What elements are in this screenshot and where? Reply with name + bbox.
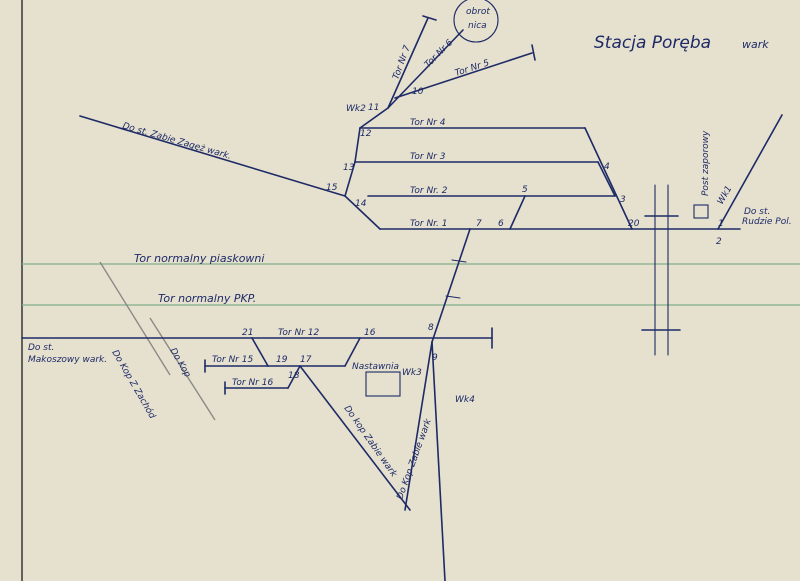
station-title-suffix: wark [742, 38, 769, 51]
diag-15 [251, 337, 269, 367]
post-box [693, 204, 709, 219]
hatch-1 [451, 259, 467, 263]
fan-6 [387, 29, 464, 109]
switch-15: 15 [326, 183, 338, 193]
line-to-zabie [79, 115, 346, 197]
switch-16: 16 [364, 328, 376, 338]
track-5-diag [509, 195, 526, 230]
diag-17 [344, 337, 361, 367]
label-makoszowy-a: Do st. [28, 343, 54, 353]
label-rudzie-b: Rudzie Pol. [742, 217, 792, 227]
track-left-ladder [344, 195, 381, 230]
label-track-1: Tor Nr. 1 [410, 219, 448, 229]
label-track-16: Tor Nr 16 [232, 378, 273, 388]
label-wk2: Wk2 [346, 104, 366, 114]
label-wk3: Wk3 [402, 368, 422, 378]
link-main [431, 228, 471, 343]
label-track-4: Tor Nr 4 [410, 118, 446, 128]
buffer-5 [531, 44, 536, 61]
label-track-5: Tor Nr 5 [454, 58, 491, 79]
label-makoszowy-b: Makoszowy wark. [28, 355, 107, 365]
label-shed: Nastawnia [352, 362, 399, 372]
switch-19: 19 [276, 355, 288, 365]
label-rudzie-a: Do st. [744, 207, 770, 217]
label-sand-track: Tor normalny piaskowni [134, 252, 264, 265]
diag-16 [287, 365, 301, 389]
label-post: Post zaporowy [701, 130, 711, 196]
buffer-7 [422, 15, 437, 21]
line-to-rudzie [717, 114, 783, 230]
label-track-2: Tor Nr. 2 [410, 186, 448, 196]
switch-13: 13 [343, 163, 355, 173]
switch-14: 14 [355, 199, 367, 209]
turntable [453, 0, 499, 43]
fan-7 [387, 17, 429, 109]
head-up-line [359, 107, 389, 129]
fan-5 [394, 52, 533, 99]
track-3-right [597, 161, 616, 197]
gray-branch-2 [149, 317, 216, 421]
label-kop-zabie-right: Do Kop Zabie wark [395, 417, 434, 501]
switch-18: 18 [288, 371, 300, 381]
switch-6: 6 [498, 219, 504, 229]
line-to-kop-3 [431, 341, 446, 581]
line-to-kop-1 [299, 365, 411, 511]
switch-5: 5 [522, 185, 528, 195]
switch-17: 17 [300, 355, 312, 365]
switch-12: 12 [360, 129, 372, 139]
label-kop-z-zachod: Do Kop Z Zachód [109, 348, 157, 421]
hatch-2 [445, 295, 461, 299]
label-wk4: Wk4 [455, 395, 475, 405]
label-track-6: Tor Nr 6 [423, 38, 455, 70]
shed-box [365, 371, 401, 397]
track-4-left [354, 127, 361, 163]
switch-1: 1 [718, 219, 724, 229]
label-track-15: Tor Nr 15 [212, 355, 253, 365]
label-kop: Do Kop [167, 347, 192, 380]
switch-3: 3 [620, 195, 626, 205]
switch-8: 8 [428, 323, 434, 333]
switch-21: 21 [242, 328, 253, 338]
switch-10: 10 [412, 87, 424, 97]
label-track-3: Tor Nr 3 [410, 152, 446, 162]
line-to-kop-2 [404, 341, 433, 511]
switch-7: 7 [476, 219, 482, 229]
switch-2: 2 [716, 237, 722, 247]
station-title: Stacja Poręba [594, 33, 711, 53]
label-turntable-a: obrot [466, 7, 490, 17]
switch-11: 11 [368, 103, 379, 113]
track-1-left [344, 161, 356, 197]
track-4-right [584, 127, 633, 230]
label-track-12: Tor Nr 12 [278, 328, 319, 338]
label-zabie-upper: Do st. Zabie Zagęż wark. [121, 121, 232, 162]
label-kop-zabie-left: Do kop Zabie wark [342, 404, 399, 480]
label-track-7: Tor Nr 7 [391, 44, 413, 81]
label-pkp-track: Tor normalny PKP. [158, 292, 256, 305]
gray-branch-1 [99, 261, 171, 376]
switch-4: 4 [604, 162, 610, 172]
switch-20: 20 [628, 219, 640, 229]
label-turntable-b: nica [468, 21, 487, 31]
label-wk1: Wk1 [716, 184, 735, 206]
switch-9: 9 [432, 353, 438, 363]
